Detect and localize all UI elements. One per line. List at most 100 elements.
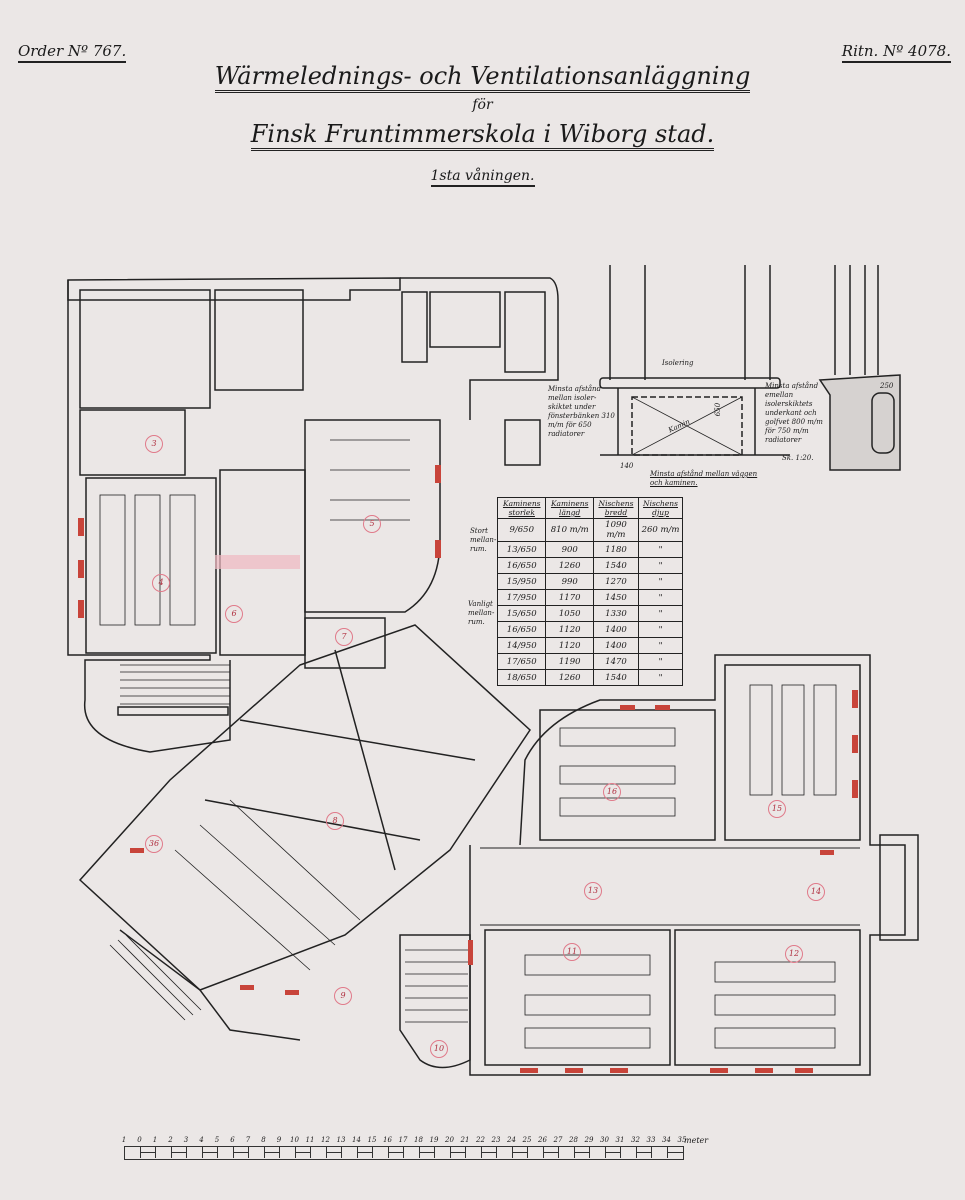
note-left: Minsta afstånd mellan isoler-skiktet und… xyxy=(548,385,615,438)
room-number: 8 xyxy=(326,812,344,830)
scale-tick-label: 6 xyxy=(230,1136,235,1144)
table-cell: 9/650 xyxy=(496,518,547,542)
scale-segment xyxy=(449,1146,466,1158)
scale-tick-label: 30 xyxy=(600,1136,609,1144)
scale-segment xyxy=(558,1146,575,1158)
scale-segment xyxy=(635,1146,652,1158)
scale-tick-label: 34 xyxy=(662,1136,671,1144)
scale-segment xyxy=(434,1146,451,1158)
col-header: Kaminens längd xyxy=(545,497,594,519)
scale-tick-label: 26 xyxy=(538,1136,547,1144)
table-cell: 16/650 xyxy=(496,621,547,638)
table-cell: 1270 xyxy=(592,573,640,590)
scale-segment xyxy=(232,1146,249,1158)
scale-segment xyxy=(263,1146,280,1158)
title-line2: Finsk Fruntimmerskola i Wiborg stad. xyxy=(0,120,965,151)
note-right: Minsta afstånd emellan isolerskiktets un… xyxy=(765,382,823,444)
table-cell: " xyxy=(638,605,683,622)
table-cell: 1260 xyxy=(545,557,594,574)
room-number: 7 xyxy=(335,628,353,646)
scale-segment xyxy=(604,1146,621,1158)
scale-segment xyxy=(573,1146,590,1158)
scale-tick-label: 11 xyxy=(305,1136,315,1144)
scale-segment xyxy=(465,1146,482,1158)
scale-segment xyxy=(341,1146,358,1158)
scale-segment xyxy=(310,1146,327,1158)
scale-segment xyxy=(170,1146,187,1158)
scale-tick-label: 9 xyxy=(276,1136,282,1144)
table-cell: 14/950 xyxy=(496,637,547,654)
order-number: Order Nº 767. xyxy=(18,42,127,63)
table-cell: 1170 xyxy=(545,589,594,606)
col-header: Nischens djup xyxy=(638,497,683,519)
room-number: 9 xyxy=(334,987,352,1005)
table-cell: 900 xyxy=(545,541,594,558)
table-cell: 1450 xyxy=(592,589,640,606)
scale-segment xyxy=(294,1146,311,1158)
group-label: Vanligt mellan-rum. xyxy=(468,600,495,626)
scale-tick-label: 29 xyxy=(584,1136,594,1144)
col-header: Nischens bredd xyxy=(592,497,640,519)
title-text-2: Finsk Fruntimmerskola i Wiborg stad. xyxy=(250,120,715,151)
scale-segment xyxy=(620,1146,637,1158)
table-cell: 1400 xyxy=(592,621,640,638)
scale-segment xyxy=(356,1146,373,1158)
scale-segment xyxy=(589,1146,606,1158)
scale-segment xyxy=(372,1146,389,1158)
scale-tick-label: 4 xyxy=(199,1136,204,1144)
table-cell: 1120 xyxy=(545,621,594,638)
scale-tick-label: 14 xyxy=(352,1136,361,1144)
scale-segment xyxy=(542,1146,559,1158)
scale-tick-label: 32 xyxy=(631,1136,640,1144)
table-cell: 1190 xyxy=(545,653,594,670)
title-line1: Wärmelednings- och Ventilationsanläggnin… xyxy=(0,62,965,93)
scale-tick-label: 24 xyxy=(507,1136,516,1144)
table-cell: 15/650 xyxy=(496,605,547,622)
table-cell: " xyxy=(638,573,683,590)
scale-tick-label: 35 xyxy=(677,1136,687,1144)
room-number: 11 xyxy=(563,943,581,961)
table-cell: " xyxy=(638,541,683,558)
table-cell: " xyxy=(638,589,683,606)
table-cell: 1260 xyxy=(545,669,594,686)
note-bottom: Minsta afstånd mellan väggen och kaminen… xyxy=(650,470,758,487)
detail-scale: Sk. 1:20. xyxy=(782,454,814,462)
scale-segment xyxy=(325,1146,342,1158)
scale-tick-label: 15 xyxy=(367,1136,377,1144)
scale-segment xyxy=(217,1146,234,1158)
scale-segment xyxy=(186,1146,203,1158)
room-number: 16 xyxy=(603,783,621,801)
table-cell: 1330 xyxy=(592,605,640,622)
table-cell: 18/650 xyxy=(496,669,547,686)
table-cell: 1090 m/m xyxy=(592,518,640,542)
table-cell: " xyxy=(638,637,683,654)
scale-segment xyxy=(403,1146,420,1158)
scale-tick-label: 18 xyxy=(414,1136,423,1144)
table-cell: 1540 xyxy=(592,557,640,574)
isolering-label: Isolering xyxy=(662,359,694,367)
group-label: Stort mellan-rum. xyxy=(470,527,497,553)
room-number: 4 xyxy=(152,574,170,592)
scale-segment xyxy=(279,1146,296,1158)
scale-segment xyxy=(155,1146,172,1158)
scale-tick-label: 7 xyxy=(245,1136,251,1144)
table-cell: 1120 xyxy=(545,637,594,654)
scale-tick-label: 19 xyxy=(429,1136,439,1144)
scale-tick-label: 3 xyxy=(183,1136,189,1144)
table-cell: 15/950 xyxy=(496,573,547,590)
room-number: 14 xyxy=(807,883,825,901)
scale-segment xyxy=(666,1146,683,1158)
floor-label: 1sta våningen. xyxy=(0,168,965,187)
table-cell: 1050 xyxy=(545,605,594,622)
table-cell: 1400 xyxy=(592,637,640,654)
scale-tick-label: 20 xyxy=(445,1136,454,1144)
scale-tick-label: 27 xyxy=(553,1136,563,1144)
